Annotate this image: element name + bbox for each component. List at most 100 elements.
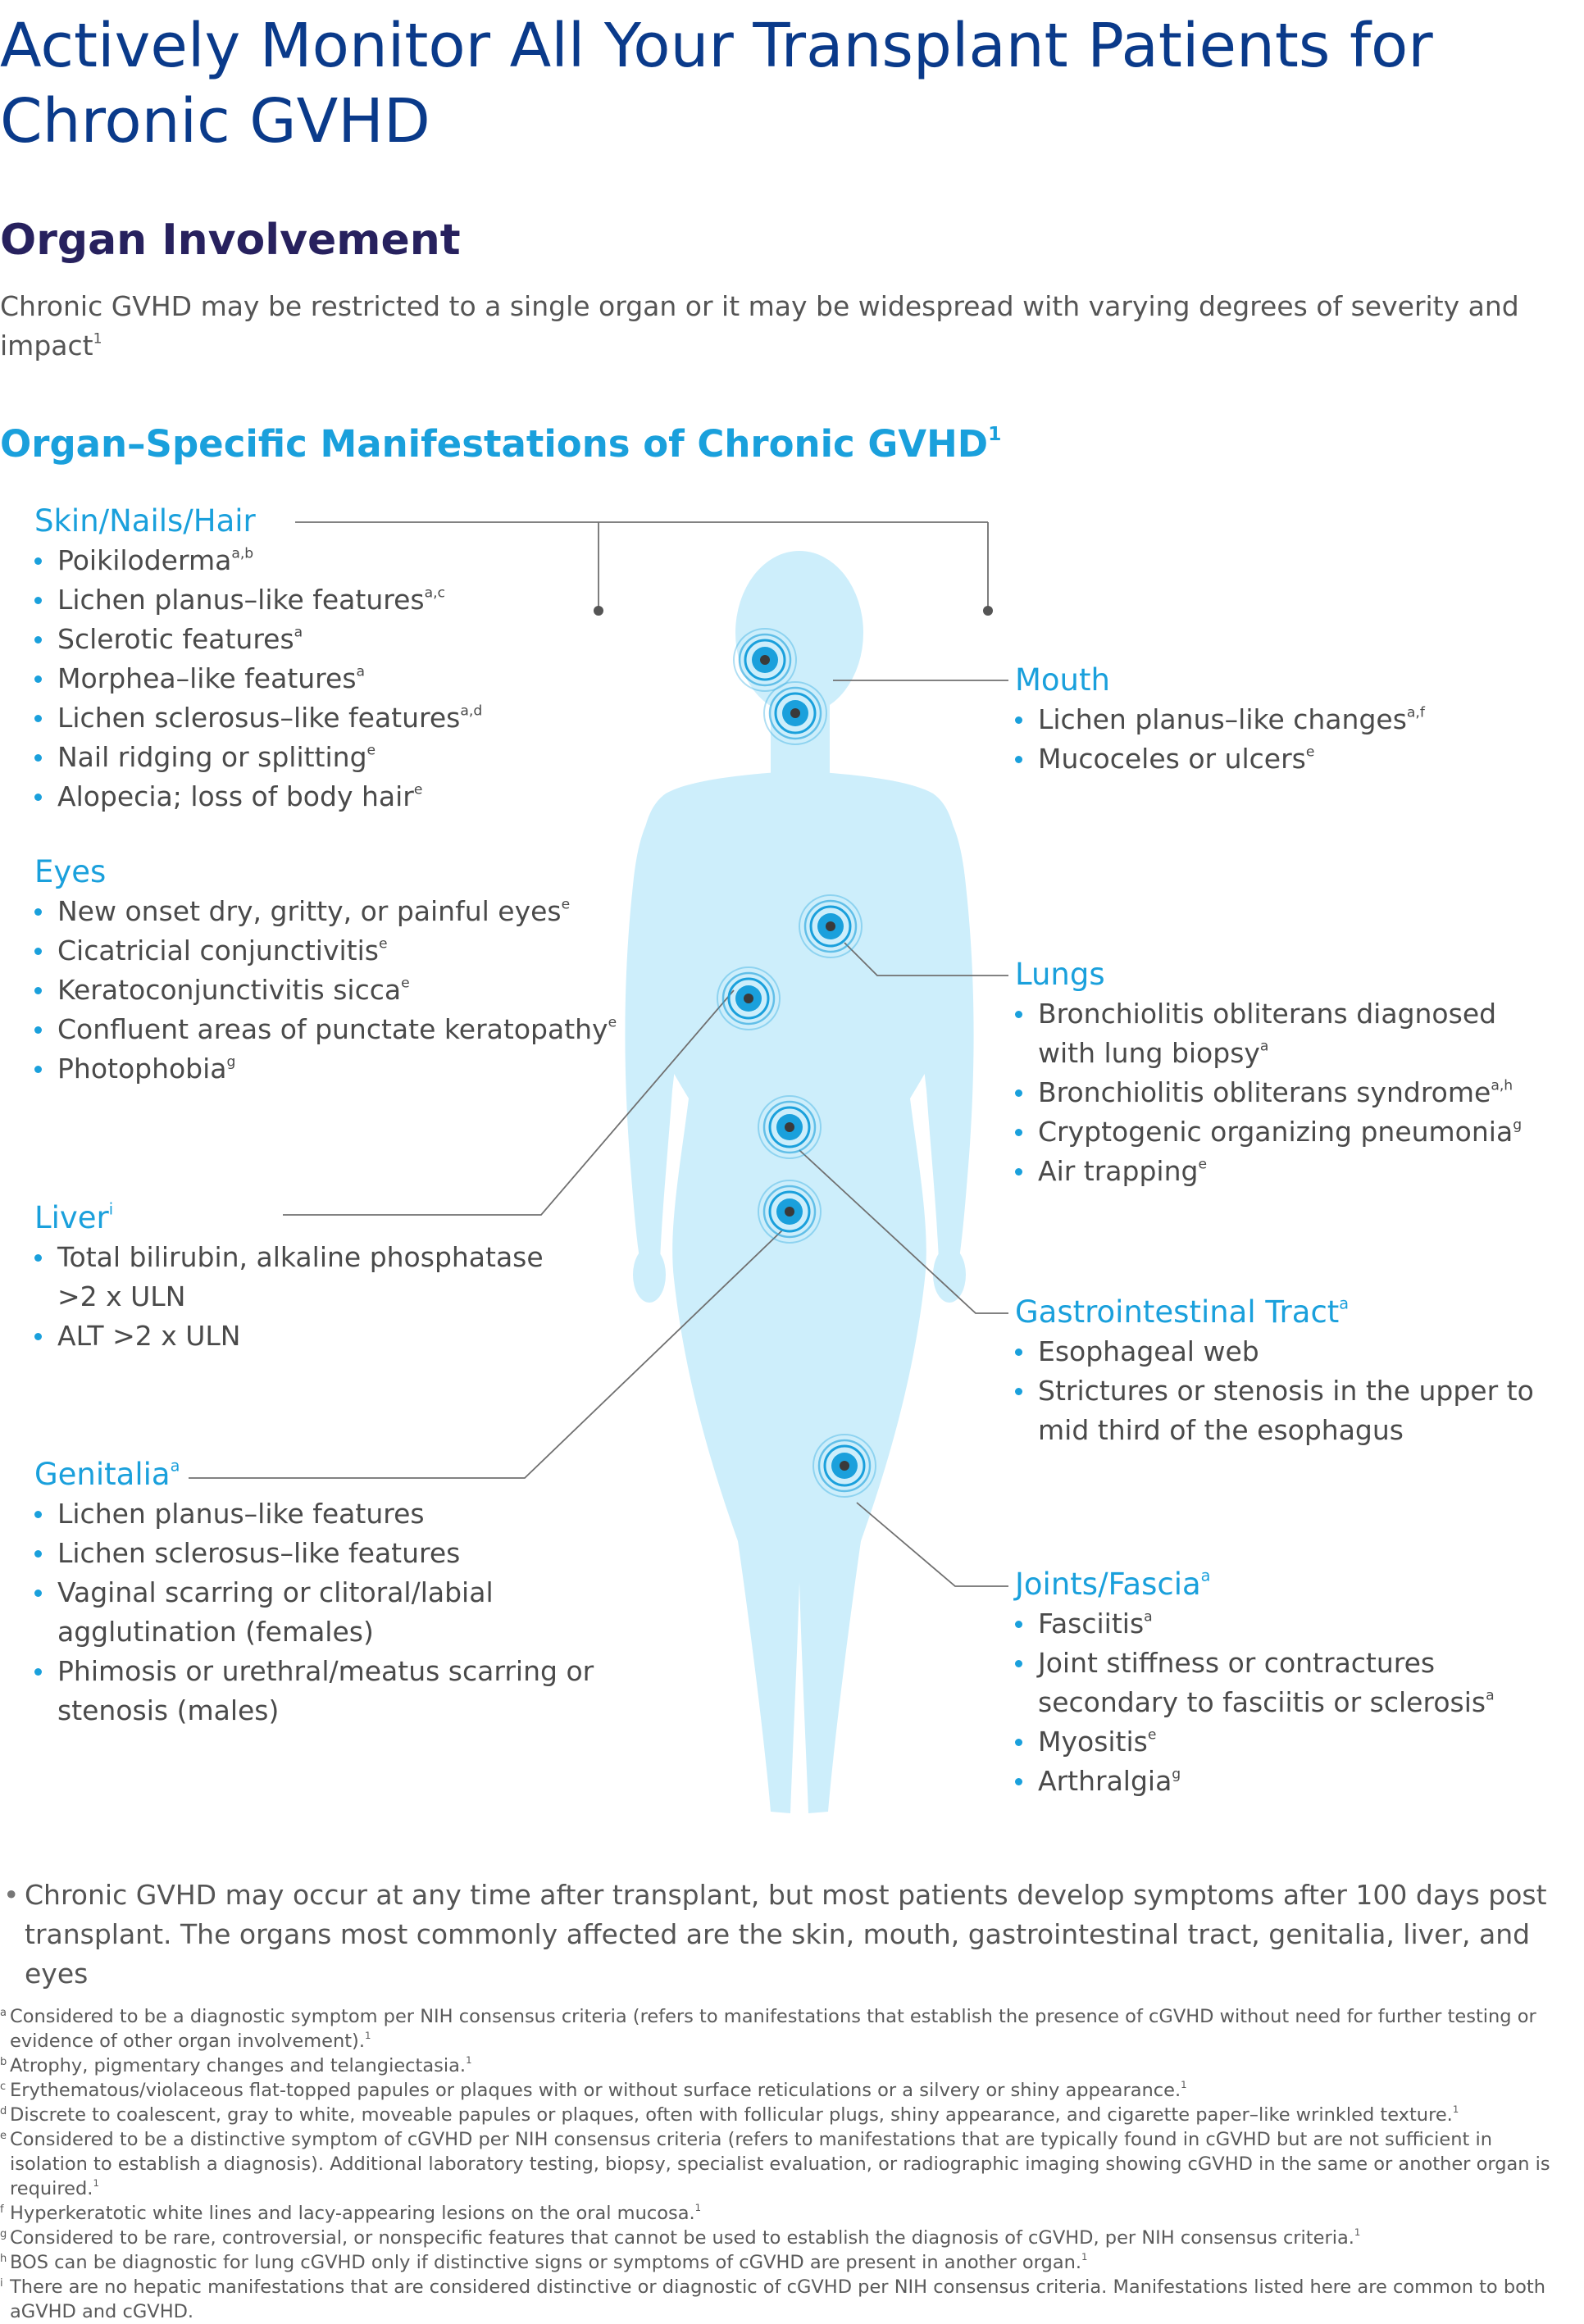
footnote-text: Considered to be rare, controversial, or…: [10, 2227, 1354, 2249]
list-item: Myositise: [1015, 1722, 1556, 1762]
group-liver-ref: i: [108, 1199, 114, 1219]
list-item-ref: g: [1513, 1117, 1523, 1134]
list-item-text: Sclerotic features: [57, 623, 294, 655]
group-eyes: Eyes New onset dry, gritty, or painful e…: [34, 853, 641, 1089]
list-item-text: Phimosis or urethral/meatus scarring or …: [57, 1655, 594, 1726]
section-heading: Organ Involvement: [0, 216, 461, 265]
list-item: Cicatricial conjunctivitise: [34, 931, 641, 971]
group-gi-title: Gastrointestinal Tracta: [1015, 1293, 1540, 1332]
list-item-text: Cryptogenic organizing pneumonia: [1038, 1116, 1513, 1148]
list-item-ref: e: [366, 742, 376, 759]
footnote-ref: 1: [466, 2054, 472, 2067]
list-item: Joint stiffness or contractures secondar…: [1015, 1644, 1556, 1722]
footnote-text: Considered to be a distinctive symptom o…: [10, 2129, 1550, 2199]
list-item-text: Bronchiolitis obliterans diagnosed with …: [1038, 998, 1497, 1069]
group-gi-label: Gastrointestinal Tract: [1015, 1294, 1340, 1330]
group-skin-title: Skin/Nails/Hair: [34, 502, 608, 541]
connector-end-dot: [983, 606, 993, 616]
list-item: Nail ridging or splittinge: [34, 738, 608, 777]
list-item-ref: e: [608, 1014, 617, 1031]
group-lungs-list: Bronchiolitis obliterans diagnosed with …: [1015, 994, 1540, 1191]
list-item-ref: a,f: [1406, 704, 1425, 721]
footnote-text: BOS can be diagnostic for lung cGVHD onl…: [10, 2252, 1082, 2273]
list-item: Mucoceles or ulcerse: [1015, 739, 1556, 779]
footnote-text: There are no hepatic manifestations that…: [10, 2276, 1545, 2322]
list-item: Morphea–like featuresa: [34, 659, 608, 698]
group-mouth-title: Mouth: [1015, 661, 1556, 700]
list-item: Sclerotic featuresa: [34, 620, 608, 659]
list-item-text: New onset dry, gritty, or painful eyes: [57, 895, 562, 927]
list-item-ref: e: [561, 896, 571, 913]
page-title: Actively Monitor All Your Transplant Pat…: [0, 11, 1433, 157]
list-item: Bronchiolitis obliterans diagnosed with …: [1015, 994, 1540, 1073]
connector-skin: [295, 521, 989, 611]
list-item: Photophobiag: [34, 1049, 641, 1089]
footnote-text: Erythematous/violaceous flat-topped papu…: [10, 2080, 1181, 2101]
list-item: Lichen planus–like featuresa,c: [34, 580, 608, 620]
body-right-arm: [904, 794, 974, 1261]
footnote-ref: 1: [364, 2030, 371, 2042]
section-intro: Chronic GVHD may be restricted to a sing…: [0, 287, 1558, 366]
group-joints-ref: a: [1200, 1566, 1211, 1585]
list-item: Bronchiolitis obliterans syndromea,h: [1015, 1073, 1540, 1112]
section-intro-ref: 1: [93, 330, 102, 348]
list-item-text: Total bilirubin, alkaline phosphatase >2…: [57, 1241, 544, 1312]
group-eyes-title: Eyes: [34, 853, 641, 892]
footnote-ref: 1: [1354, 2226, 1361, 2239]
list-item-text: Photophobia: [57, 1053, 227, 1085]
list-item: Esophageal web: [1015, 1332, 1540, 1371]
list-item: Air trappinge: [1015, 1152, 1540, 1191]
marker-joints: [812, 1434, 876, 1498]
group-joints-title: Joints/Fasciaa: [1015, 1565, 1556, 1604]
list-item-text: Lichen sclerosus–like features: [57, 702, 461, 734]
footnote-text: Atrophy, pigmentary changes and telangie…: [10, 2055, 467, 2076]
list-item-ref: a,b: [231, 545, 254, 562]
list-item: Arthralgiag: [1015, 1762, 1556, 1801]
list-item: Vaginal scarring or clitoral/labial aggl…: [34, 1573, 608, 1652]
group-genitalia-label: Genitalia: [34, 1457, 171, 1492]
list-item-ref: a: [1144, 1608, 1153, 1626]
list-item-text: Arthralgia: [1038, 1765, 1172, 1797]
list-item-text: Myositis: [1038, 1726, 1148, 1758]
footnote-text: Hyperkeratotic white lines and lacy-appe…: [10, 2203, 695, 2224]
list-item: Fasciitisa: [1015, 1604, 1556, 1644]
list-item: Confluent areas of punctate keratopathye: [34, 1010, 641, 1049]
group-liver-label: Liver: [34, 1200, 109, 1235]
list-item: Cryptogenic organizing pneumoniag: [1015, 1112, 1540, 1152]
list-item-ref: e: [1147, 1726, 1157, 1744]
list-item-ref: a: [356, 663, 366, 680]
list-item: Strictures or stenosis in the upper to m…: [1015, 1371, 1540, 1450]
list-item-ref: a,d: [460, 703, 483, 720]
footnote-text: Considered to be a diagnostic symptom pe…: [10, 2006, 1536, 2052]
connector-liver: [283, 989, 735, 1216]
body-left-hand: [633, 1247, 666, 1303]
body-right-hand: [933, 1247, 966, 1303]
marker-gi: [758, 1095, 822, 1159]
list-item-ref: a: [1486, 1687, 1495, 1704]
diagram-title: Organ–Specific Manifestations of Chronic…: [0, 418, 1001, 471]
marker-liver: [717, 966, 781, 1030]
list-item-text: Poikiloderma: [57, 544, 232, 576]
list-item-text: Mucoceles or ulcers: [1038, 743, 1306, 775]
list-item-text: Lichen planus–like changes: [1038, 703, 1407, 735]
footnote-ref: 1: [1452, 2103, 1459, 2116]
list-item-text: Nail ridging or splitting: [57, 741, 367, 773]
body-left-arm: [625, 794, 695, 1261]
marker-eyes: [733, 628, 797, 692]
list-item-ref: e: [378, 935, 388, 953]
summary-bullet: •: [3, 1879, 20, 1911]
list-item-text: Vaginal scarring or clitoral/labial aggl…: [57, 1576, 494, 1648]
connector-gi: [799, 1149, 1008, 1314]
list-item-ref: e: [413, 781, 423, 798]
list-item-text: Lichen planus–like features: [57, 1498, 425, 1530]
footnote-ref: 1: [694, 2202, 702, 2214]
